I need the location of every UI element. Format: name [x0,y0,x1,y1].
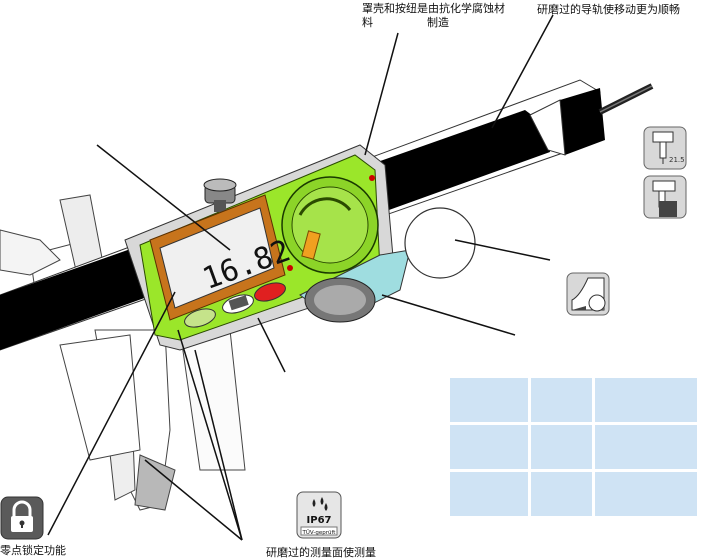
table-cell [450,425,529,469]
housing-label-line2-left: 料 [362,16,373,29]
leader-lines [47,14,554,541]
tuv-text: TÜV-geprüft [302,529,337,536]
red-button [254,282,286,302]
table-cell [594,378,697,422]
table-cell [594,425,697,469]
table-row [450,472,697,516]
table-row [450,378,697,422]
ip67-text: IP67 [307,515,332,526]
lock-icon [0,496,44,540]
spec-table [447,375,700,519]
ip67-icon: IP67 TÜV-geprüft [296,491,342,539]
housing-label-line1: 罩壳和按纽是由抗化学腐蚀材 [362,2,505,15]
rotary-dial [281,175,379,274]
guide-label: 研磨过的导轨使移动更为顺畅 [537,3,680,16]
housing-label-line2-right: 制造 [427,16,449,29]
lcd-display [149,194,286,321]
step-gauge-icon [643,175,687,219]
top-knob [203,178,237,212]
table-cell [531,425,592,469]
depth-value-label: 21.5 [669,156,685,164]
zero-lock-label: 零点锁定功能 [0,544,66,557]
measuring-faces-label: 研磨过的测量面使测量 [266,546,376,559]
thumb-wheel [304,277,376,323]
slider-buttons [184,282,286,328]
roller-wheel [404,207,476,279]
table-row [450,425,697,469]
depth-rod [598,83,654,115]
table-cell [531,472,592,516]
table-cell [531,378,592,422]
table-cell [450,378,529,422]
table-cell [594,472,697,516]
depth-gauge-icon: 21.5 [643,126,687,170]
inside-measure-icon [566,272,610,316]
table-cell [450,472,529,516]
